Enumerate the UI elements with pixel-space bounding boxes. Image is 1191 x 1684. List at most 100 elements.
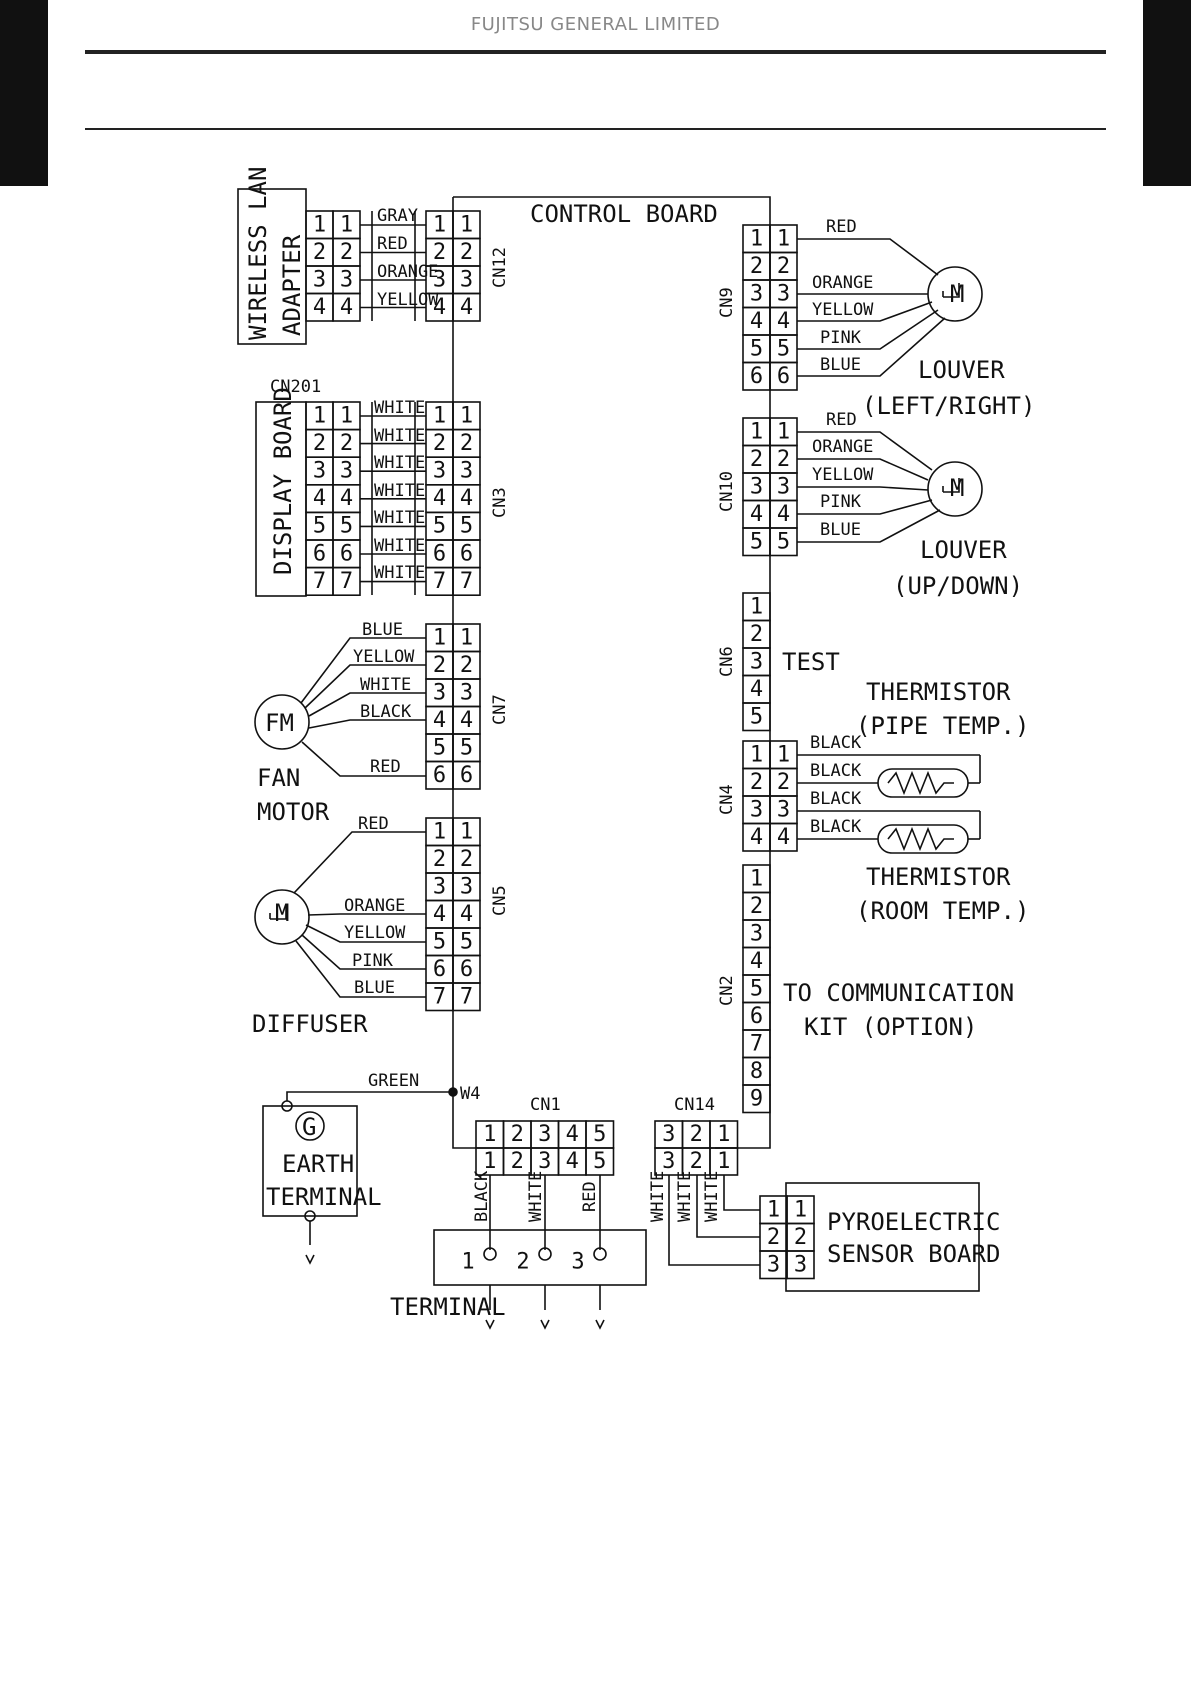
earth-arrow <box>305 1254 315 1265</box>
terminal-arrow <box>485 1319 495 1330</box>
wire-cn12-1: GRAY <box>377 206 418 226</box>
cn4-label: CN4 <box>717 784 737 815</box>
terminal-block <box>433 1229 647 1286</box>
cn10-connector-pin-number: 4 <box>750 502 763 527</box>
display-board-connector-pin-number: 2 <box>340 431 353 456</box>
display-board-connector-pin-number: 1 <box>313 403 326 428</box>
cn12-connector-pin-number: 3 <box>433 267 446 292</box>
thermistor-pipe-temp: (PIPE TEMP.) <box>856 712 1029 740</box>
cn7-connector-pin-number: 6 <box>460 763 473 788</box>
pyro-connector-pin-number: 2 <box>794 1225 807 1250</box>
cn6-connector-pin-number: 2 <box>750 622 763 647</box>
pyro-connector-pin-number: 3 <box>767 1252 780 1277</box>
cn5-label: CN5 <box>490 885 510 916</box>
wire-cn5-4: ORANGE <box>344 896 405 916</box>
cn5-connector-pin-number: 5 <box>433 929 446 954</box>
cn3-connector-pin-number: 2 <box>433 431 446 456</box>
earth-g-symbol: G <box>302 1113 316 1141</box>
wire-cn4-3: BLACK <box>810 789 862 809</box>
cn5-connector-pin-number: 5 <box>460 929 473 954</box>
cn7-connector-pin-number: 5 <box>460 735 473 760</box>
cn6-connector-cell <box>742 702 771 732</box>
wire-cn4-2: BLACK <box>810 761 862 781</box>
wire-cn3-2: WHITE <box>374 426 425 446</box>
cn1-label: CN1 <box>530 1095 561 1115</box>
test-label: TEST <box>782 648 840 676</box>
wire-cn10-5: BLUE <box>820 520 861 540</box>
header-rule-thick <box>85 50 1106 54</box>
cn2-connector-pin-number: 9 <box>750 1086 763 1111</box>
cn9-connector-pin-number: 5 <box>777 336 790 361</box>
terminal-number: 1 <box>461 1250 474 1275</box>
cn10-connector-pin-number: 5 <box>750 529 763 554</box>
wire-cn4-1: BLACK <box>810 733 862 753</box>
cn9-connector-pin-number: 4 <box>750 309 763 334</box>
display-board-connector-pin-number: 4 <box>313 486 326 511</box>
cn7-connector-pin-number: 2 <box>460 653 473 678</box>
cn9-label: CN9 <box>717 287 737 318</box>
cn12-connector-pin-number: 1 <box>433 212 446 237</box>
louver-ud-label: LOUVER <box>920 536 1007 564</box>
cn5-wire <box>295 940 426 998</box>
cn7-wire <box>308 719 426 729</box>
wire-cn14-1: WHITE <box>702 1171 722 1222</box>
cn10-wire <box>797 499 933 515</box>
cn6-connector-pin-number: 1 <box>750 594 763 619</box>
cn3-connector-pin-number: 2 <box>460 431 473 456</box>
pyroelectric-sensor-board <box>785 1182 980 1292</box>
louver-ud-direction: (UP/DOWN) <box>893 572 1023 600</box>
diffuser-label: DIFFUSER <box>252 1010 368 1038</box>
cn5-connector-pin-number: 2 <box>460 847 473 872</box>
header-rule-thin <box>85 128 1106 130</box>
earth-wire <box>286 1091 453 1101</box>
wire-cn5-1: RED <box>358 814 389 834</box>
earth-label: EARTH <box>282 1150 354 1178</box>
display-board-connector-pin-number: 7 <box>340 569 353 594</box>
comm-kit-label: TO COMMUNICATION <box>783 979 1014 1007</box>
cn9-connector-pin-number: 3 <box>777 281 790 306</box>
cn1-connector-pin-number: 1 <box>483 1149 496 1174</box>
display-board-connector-pin-number: 7 <box>313 569 326 594</box>
cn4-connector-pin-number: 3 <box>750 797 763 822</box>
adapter-connector-pin-number: 3 <box>313 267 326 292</box>
company-header: FUJITSU GENERAL LIMITED <box>470 14 721 35</box>
cn12-connector-pin-number: 3 <box>460 267 473 292</box>
cn10-connector-pin-number: 3 <box>777 474 790 499</box>
cn10-connector-pin-number: 1 <box>777 419 790 444</box>
cn7-wire <box>301 741 426 777</box>
cn10-connector-pin-number: 2 <box>777 447 790 472</box>
terminal-screw <box>593 1247 607 1261</box>
cn3-connector-pin-number: 6 <box>433 541 446 566</box>
cn2-label: CN2 <box>717 975 737 1006</box>
cn14-label: CN14 <box>674 1095 715 1115</box>
motor-label: MOTOR <box>257 798 330 826</box>
display-board-connector-pin-number: 6 <box>313 541 326 566</box>
wire-cn5-7: BLUE <box>354 978 395 998</box>
cn3-connector-pin-number: 1 <box>460 403 473 428</box>
cn14-wire <box>696 1175 760 1238</box>
cn5-connector-pin-number: 1 <box>460 819 473 844</box>
cn3-connector-pin-number: 5 <box>433 514 446 539</box>
cn6-connector-pin-number: 4 <box>750 677 763 702</box>
cn2-connector-pin-number: 8 <box>750 1059 763 1084</box>
wire-cn3-1: WHITE <box>374 398 425 418</box>
cn4-connector-pin-number: 3 <box>777 797 790 822</box>
thermistor-room-temp: (ROOM TEMP.) <box>856 897 1029 925</box>
wire-cn3-7: WHITE <box>374 563 425 583</box>
cn14-connector-pin-number: 2 <box>690 1149 703 1174</box>
cn3-connector-pin-number: 1 <box>433 403 446 428</box>
cn3-connector-pin-number: 5 <box>460 514 473 539</box>
wire-cn10-1: RED <box>826 410 857 430</box>
wire-cn10-4: PINK <box>820 492 862 512</box>
adapter-connector-pin-number: 2 <box>313 240 326 265</box>
cn12-connector-cell <box>452 292 481 322</box>
adapter-connector-pin-number: 2 <box>340 240 353 265</box>
louver-lr-direction: (LEFT/RIGHT) <box>862 392 1035 420</box>
cn7-connector-pin-number: 5 <box>433 735 446 760</box>
cn5-connector-pin-number: 4 <box>460 902 473 927</box>
cn7-wire <box>304 664 426 709</box>
wire-cn10-3: YELLOW <box>812 465 874 485</box>
wire-cn9-5: PINK <box>820 328 862 348</box>
cn1-connector-pin-number: 4 <box>566 1149 579 1174</box>
